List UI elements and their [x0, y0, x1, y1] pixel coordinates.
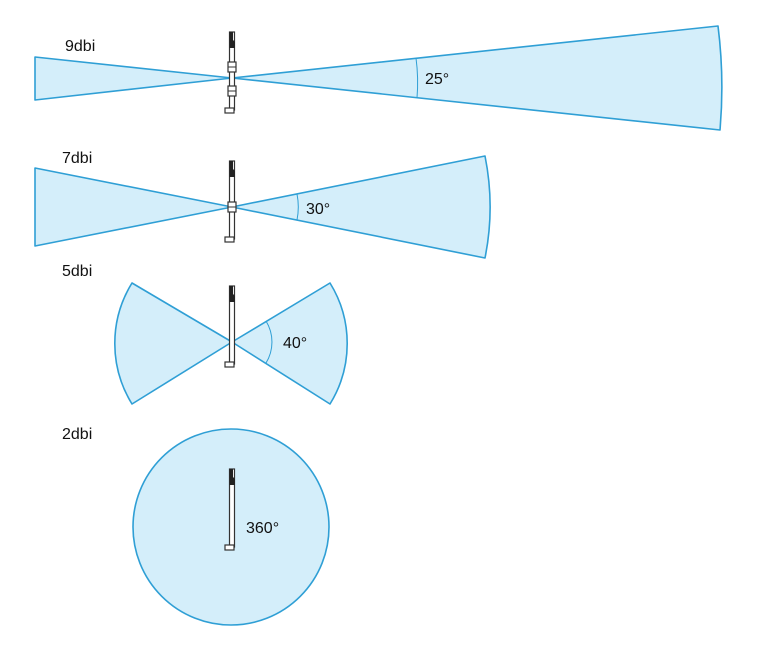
antenna-7dbi: 7dbi 30° [34, 150, 491, 259]
gain-label: 5dbi [62, 263, 92, 280]
beam-right [231, 25, 723, 131]
beamwidth-label: 30° [306, 201, 330, 218]
antenna-2dbi: 2dbi 360° [62, 426, 330, 626]
beamwidth-label: 360° [246, 520, 279, 537]
beamwidth-label: 25° [425, 71, 449, 88]
gain-label: 7dbi [62, 150, 92, 167]
gain-label: 2dbi [62, 426, 92, 443]
beam-right [231, 282, 348, 405]
angle-arc [296, 193, 299, 221]
beam-left [114, 282, 233, 405]
angle-arc [415, 57, 419, 99]
beam-left [34, 56, 233, 101]
antenna-5dbi: 5dbi 40° [62, 263, 348, 405]
gain-label: 9dbi [65, 38, 95, 55]
antenna-icon [224, 285, 236, 368]
antenna-icon [225, 32, 236, 113]
beam-left [34, 167, 233, 247]
beam-right [231, 155, 491, 259]
angle-arc [265, 320, 273, 364]
antenna-9dbi: 9dbi 25° [34, 25, 723, 131]
antenna-icon [225, 161, 236, 242]
beamwidth-label: 40° [283, 335, 307, 352]
